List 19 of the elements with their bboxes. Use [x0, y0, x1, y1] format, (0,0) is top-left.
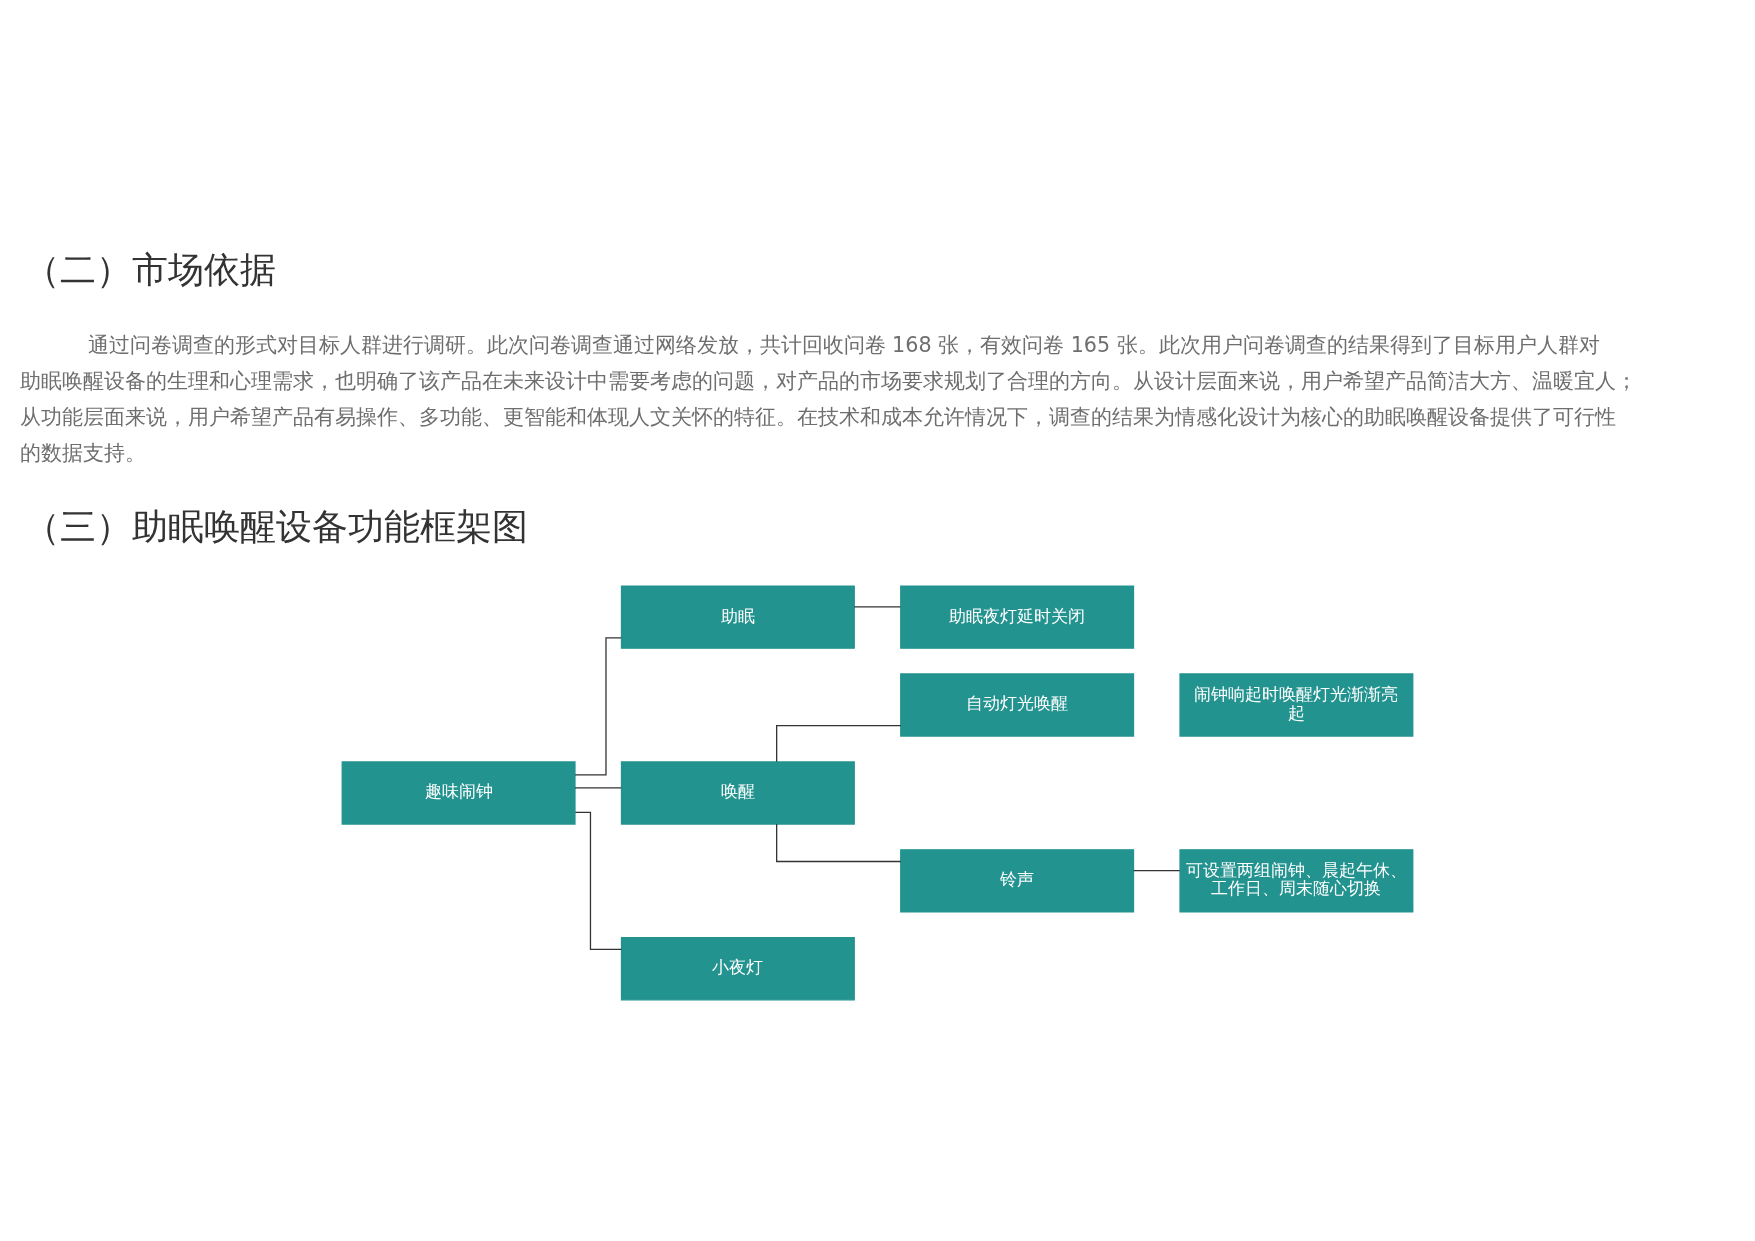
node-box: 自动灯光唤醒	[900, 672, 1135, 737]
node-box: 助眠夜灯延时关闭	[900, 584, 1135, 649]
node-box: 助眠	[620, 584, 855, 649]
node-box: 唤醒	[620, 760, 855, 825]
node-box: 闹钟响起时唤醒灯光渐渐亮起	[1179, 672, 1414, 737]
connector	[853, 605, 902, 607]
connector	[776, 724, 902, 762]
node-box: 趣味闹钟	[341, 760, 576, 825]
connector	[776, 822, 902, 862]
connector	[574, 636, 622, 775]
label: （二）市场依据	[24, 247, 277, 291]
connector	[574, 786, 622, 788]
node-box: 小夜灯	[620, 936, 855, 1000]
label: 通过问卷调查的形式对目标人群进行调研。此次问卷调查通过网络发放，共计回收问卷 168 张，有效问卷 165 张。此次用户问卷调查的结果得到了目标用户人群对助眠唤醒设备的生理和心理需求，也明确了该产品在未来设计中需要考虑的问题，对产品的市场要求规划了合理的方向。从设计层面来说，用户希望产品简洁大方、温暖宜人；从功能层面来说，用户希望产品有易操作、多功能、更智能和体现人文关怀的特征。在技术和成本允许情况下，调查的结果为情感化设计为核心的助眠唤醒设备提供了可行性的数据支持。	[20, 332, 1638, 465]
connector	[1132, 869, 1181, 871]
node-box: 铃声	[900, 848, 1135, 913]
label: （三）助眠唤醒设备功能框架图	[24, 504, 529, 548]
node-box: 可设置两组闹钟、晨起午休、工作日、周末随心切换	[1179, 848, 1414, 913]
connector	[574, 811, 622, 950]
